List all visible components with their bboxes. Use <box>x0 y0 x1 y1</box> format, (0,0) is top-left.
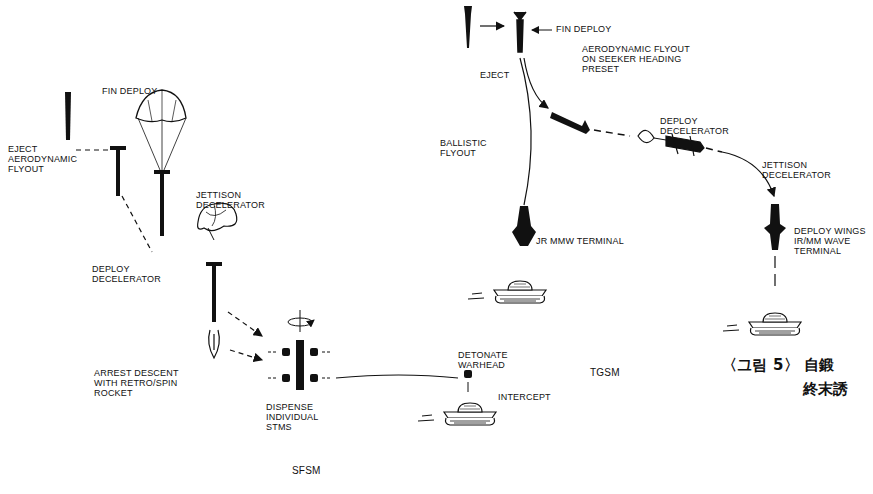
stage-label: DEPLOY DECELERATOR <box>92 264 162 284</box>
stage-label: JETTISON DECELERATOR <box>196 190 276 210</box>
system-name: TGSM <box>590 368 630 378</box>
stage-label: DEPLOY WINGS IR/MM WAVE TERMINAL <box>794 226 866 256</box>
system-name: SFSM <box>292 466 332 476</box>
stage-label: JETTISON DECELERATOR <box>762 160 834 180</box>
stage-label: EJECT <box>480 70 520 80</box>
stage-label: DETONATE WARHEAD <box>458 350 513 370</box>
stage-label: JR MMW TERMINAL <box>536 236 636 246</box>
stage-label: DISPENSE INDIVIDUAL STMS <box>266 402 326 432</box>
stage-label: ARREST DESCENT WITH RETRO/SPIN ROCKET <box>94 368 204 398</box>
stage-label: FIN DEPLOY <box>102 86 172 96</box>
figure-caption: 〈그림 5〉 自鍛 <box>722 356 835 374</box>
stage-label: FIN DEPLOY <box>556 24 626 34</box>
stage-label: AERODYNAMIC FLYOUT ON SEEKER HEADING PRE… <box>582 44 692 74</box>
stage-label: DEPLOY DECELERATOR <box>660 116 730 136</box>
stage-label: INTERCEPT <box>498 392 558 402</box>
stage-label: BALLISTIC FLYOUT <box>440 138 490 158</box>
figure-caption: 終末誘 <box>803 380 849 398</box>
stage-label: EJECT AERODYNAMIC FLYOUT <box>8 144 80 174</box>
